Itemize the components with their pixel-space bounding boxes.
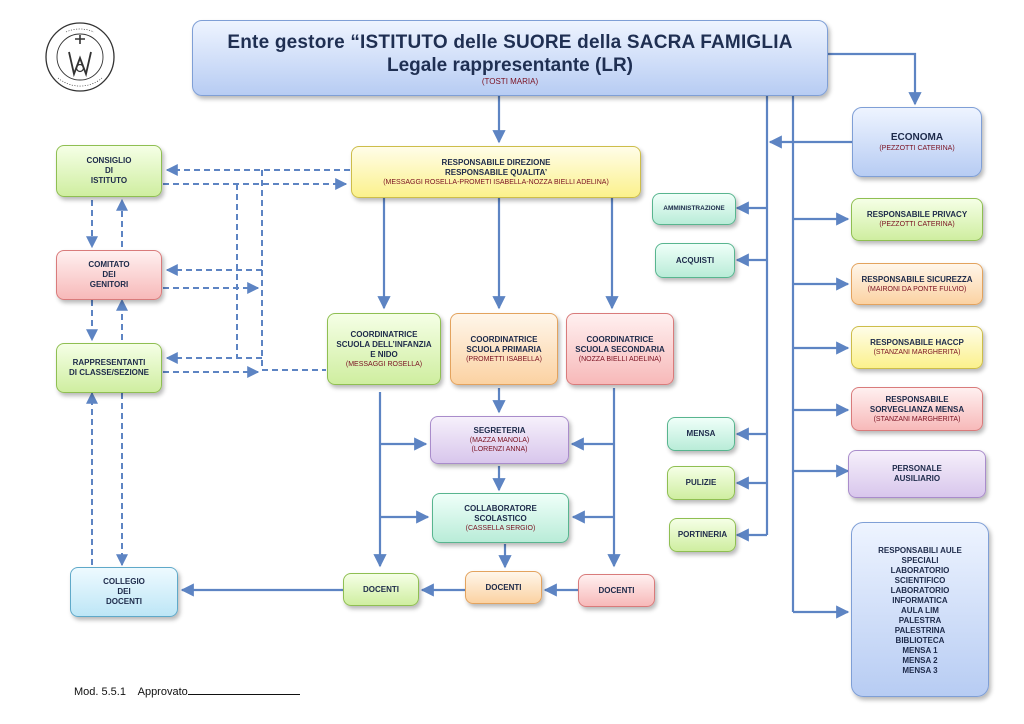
collaboratore-scolastico-box: COLLABORATORE SCOLASTICO (CASSELLA SERGI… bbox=[432, 493, 569, 543]
aule-line-1: RESPONSABILI AULE bbox=[878, 546, 962, 555]
pulizie-box: PULIZIE bbox=[667, 466, 735, 500]
secondaria-person: (NOZZA BIELLI ADELINA) bbox=[578, 355, 662, 363]
economa-label: ECONOMA bbox=[890, 132, 944, 143]
responsabile-sicurezza-box: RESPONSABILE SICUREZZA (MAIRONI DA PONTE… bbox=[851, 263, 983, 305]
aule-line-12: MENSA 2 bbox=[902, 656, 938, 665]
collegio-line3: DOCENTI bbox=[106, 597, 142, 606]
amministrazione-box: AMMINISTRAZIONE bbox=[652, 193, 736, 225]
aule-line-10: BIBLIOTECA bbox=[895, 636, 945, 645]
portineria-label: PORTINERIA bbox=[677, 530, 728, 539]
collaboratore-line1: COLLABORATORE bbox=[464, 503, 537, 513]
approved-label: Approvato bbox=[137, 686, 188, 698]
consiglio-line1: CONSIGLIO bbox=[86, 156, 132, 165]
responsabile-privacy-box: RESPONSABILE PRIVACY (PEZZOTTI CATERINA) bbox=[851, 198, 983, 241]
acquisti-box: ACQUISTI bbox=[655, 243, 735, 278]
coordinatrice-infanzia-box: COORDINATRICE SCUOLA DELL’INFANZIA E NID… bbox=[327, 313, 441, 385]
docenti-secondaria-box: DOCENTI bbox=[578, 574, 655, 607]
mensa-label: MENSA bbox=[686, 429, 716, 438]
responsabili-aule-box: RESPONSABILI AULE SPECIALI LABORATORIO S… bbox=[851, 522, 989, 697]
pulizie-label: PULIZIE bbox=[685, 478, 717, 487]
segreteria-person-2: (LORENZI ANNA) bbox=[471, 446, 528, 453]
aule-line-6: INFORMATICA bbox=[892, 596, 948, 605]
infanzia-line3: E NIDO bbox=[370, 349, 398, 359]
module-code: Mod. 5.5.1 bbox=[74, 686, 126, 698]
collegio-docenti-box: COLLEGIO DEI DOCENTI bbox=[70, 567, 178, 617]
sorveglianza-line2: SORVEGLIANZA MENSA bbox=[869, 404, 965, 414]
docenti-primaria-box: DOCENTI bbox=[465, 571, 542, 604]
privacy-label: RESPONSABILE PRIVACY bbox=[866, 210, 968, 219]
responsabile-haccp-box: RESPONSABILE HACCP (STANZANI MARGHERITA) bbox=[851, 326, 983, 369]
sicurezza-label: RESPONSABILE SICUREZZA bbox=[861, 274, 973, 284]
primaria-person: (PROMETTI ISABELLA) bbox=[466, 355, 542, 363]
personale-ausiliario-box: PERSONALE AUSILIARIO bbox=[848, 450, 986, 498]
infanzia-line1: COORDINATRICE bbox=[350, 329, 418, 339]
aule-line-4: SCIENTIFICO bbox=[894, 576, 946, 585]
haccp-label: RESPONSABILE HACCP bbox=[870, 338, 964, 347]
consiglio-line2: DI bbox=[105, 166, 113, 175]
rappresentanti-classe-box: RAPPRESENTANTI DI CLASSE/SEZIONE bbox=[56, 343, 162, 393]
segreteria-person-1: (MAZZA MANOLA) bbox=[469, 437, 530, 444]
primaria-line2: SCUOLA PRIMARIA bbox=[466, 344, 542, 354]
responsabile-sorveglianza-mensa-box: RESPONSABILE SORVEGLIANZA MENSA (STANZAN… bbox=[851, 387, 983, 431]
docenti-secondaria-label: DOCENTI bbox=[598, 585, 635, 595]
consiglio-line3: ISTITUTO bbox=[90, 176, 128, 185]
collaboratore-person: (CASSELLA SERGIO) bbox=[465, 524, 536, 532]
comitato-line1: COMITATO bbox=[88, 260, 130, 269]
primaria-line1: COORDINATRICE bbox=[470, 334, 538, 344]
direzione-line2: RESPONSABILE QUALITA’ bbox=[444, 167, 548, 177]
personale-line2: AUSILIARIO bbox=[893, 474, 941, 483]
responsabile-direzione-box: RESPONSABILE DIREZIONE RESPONSABILE QUAL… bbox=[351, 146, 641, 198]
comitato-line2: DEI bbox=[102, 270, 116, 279]
secondaria-line1: COORDINATRICE bbox=[586, 334, 654, 344]
direzione-persons: (MESSAGGI ROSELLA-PROMETI ISABELLA-NOZZA… bbox=[383, 178, 609, 186]
personale-line1: PERSONALE bbox=[892, 464, 942, 473]
haccp-person: (STANZANI MARGHERITA) bbox=[873, 349, 961, 356]
legale-rappresentante-title: Legale rappresentante (LR) bbox=[387, 54, 633, 76]
ente-gestore-title: Ente gestore “ISTITUTO delle SUORE della… bbox=[227, 31, 793, 53]
comitato-genitori-box: COMITATO DEI GENITORI bbox=[56, 250, 162, 300]
sorveglianza-line1: RESPONSABILE bbox=[885, 394, 949, 404]
docenti-infanzia-box: DOCENTI bbox=[343, 573, 419, 606]
economa-box: ECONOMA (PEZZOTTI CATERINA) bbox=[852, 107, 982, 177]
aule-line-5: LABORATORIO bbox=[890, 586, 950, 595]
coordinatrice-primaria-box: COORDINATRICE SCUOLA PRIMARIA (PROMETTI … bbox=[450, 313, 558, 385]
segreteria-label: SEGRETERIA bbox=[473, 426, 526, 435]
aule-line-9: PALESTRINA bbox=[894, 626, 946, 635]
economa-person: (PEZZOTTI CATERINA) bbox=[879, 145, 955, 152]
mensa-box: MENSA bbox=[667, 417, 735, 451]
collegio-line1: COLLEGIO bbox=[103, 577, 145, 586]
ente-gestore-header: Ente gestore “ISTITUTO delle SUORE della… bbox=[192, 20, 828, 96]
segreteria-box: SEGRETERIA (MAZZA MANOLA) (LORENZI ANNA) bbox=[430, 416, 569, 464]
sicurezza-person: (MAIRONI DA PONTE FULVIO) bbox=[867, 285, 967, 293]
aule-line-7: AULA LIM bbox=[901, 606, 939, 615]
portineria-box: PORTINERIA bbox=[669, 518, 736, 552]
collaboratore-line2: SCOLASTICO bbox=[474, 513, 527, 523]
aule-line-2: SPECIALI bbox=[901, 556, 939, 565]
aule-line-8: PALESTRA bbox=[898, 616, 942, 625]
approval-signature-line bbox=[187, 684, 300, 695]
docenti-primaria-label: DOCENTI bbox=[485, 582, 522, 592]
collegio-line2: DEI bbox=[117, 587, 131, 596]
direzione-line1: RESPONSABILE DIREZIONE bbox=[441, 157, 551, 167]
aule-line-13: MENSA 3 bbox=[902, 666, 938, 675]
infanzia-line2: SCUOLA DELL’INFANZIA bbox=[336, 339, 432, 349]
amministrazione-label: AMMINISTRAZIONE bbox=[663, 205, 725, 212]
docenti-infanzia-label: DOCENTI bbox=[363, 584, 399, 594]
secondaria-line2: SCUOLA SECONDARIA bbox=[575, 344, 665, 354]
sorveglianza-person: (STANZANI MARGHERITA) bbox=[873, 415, 961, 423]
aule-line-11: MENSA 1 bbox=[902, 646, 938, 655]
infanzia-person: (MESSAGGI ROSELLA) bbox=[345, 360, 423, 368]
acquisti-label: ACQUISTI bbox=[675, 255, 715, 265]
document-footer: Mod. 5.5.1 Approvato bbox=[74, 684, 300, 698]
legale-rappresentante-person: (TOSTI MARIA) bbox=[481, 76, 539, 86]
privacy-person: (PEZZOTTI CATERINA) bbox=[879, 221, 955, 228]
aule-line-3: LABORATORIO bbox=[890, 566, 950, 575]
rappresentanti-line2: DI CLASSE/SEZIONE bbox=[68, 368, 149, 377]
comitato-line3: GENITORI bbox=[89, 280, 129, 289]
consiglio-istituto-box: CONSIGLIO DI ISTITUTO bbox=[56, 145, 162, 197]
institute-seal-logo bbox=[45, 22, 115, 92]
coordinatrice-secondaria-box: COORDINATRICE SCUOLA SECONDARIA (NOZZA B… bbox=[566, 313, 674, 385]
rappresentanti-line1: RAPPRESENTANTI bbox=[72, 358, 146, 367]
